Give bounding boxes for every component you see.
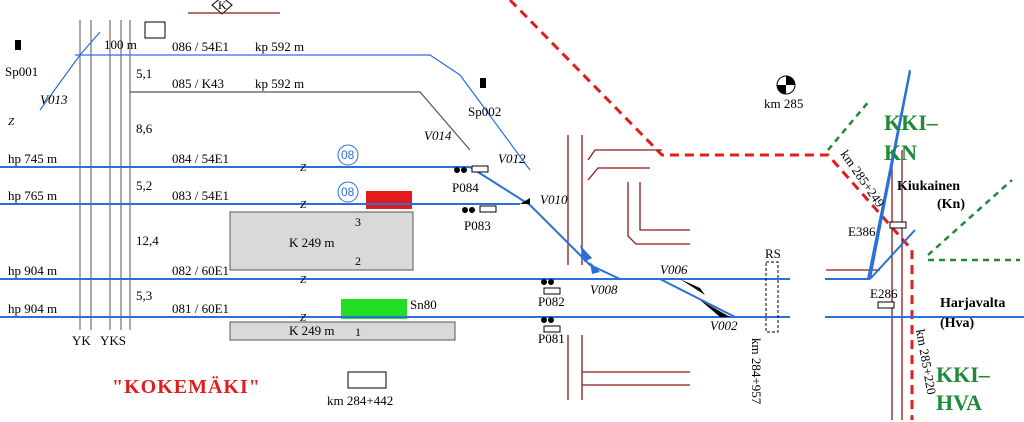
z-mark-2: Z: [300, 199, 307, 211]
sn80-label: Sn80: [410, 297, 437, 312]
switch-v006: V006: [660, 262, 688, 277]
yk-lines: [79, 20, 131, 330]
badge-083-text: 08: [341, 185, 355, 199]
km-284-442: km 284+442: [327, 393, 393, 408]
track-084-hp: hp 745 m: [8, 151, 57, 166]
switch-v014: V014: [424, 128, 452, 143]
kki-hva-line2: HVA: [936, 390, 982, 415]
signal-p083: P083: [464, 218, 491, 233]
platform-lower: [229, 321, 456, 341]
track-081-hp: hp 904 m: [8, 301, 57, 316]
signal-icons: [15, 40, 907, 333]
badge-084-icon: [337, 144, 359, 166]
platform-num-2: 2: [355, 254, 361, 268]
harjavalta-label: Harjavalta: [940, 296, 1005, 311]
platform-num-1: 1: [355, 325, 361, 339]
dist-12-4: 12,4: [136, 233, 159, 248]
switch-v013: V013: [40, 92, 68, 107]
track-084-label: 084 / 54E1: [172, 151, 229, 166]
signal-sp002: Sp002: [468, 104, 501, 119]
switch-v010: V010: [540, 192, 568, 207]
platform-lower-length: K 249 m: [289, 323, 335, 338]
track-086-kp: kp 592 m: [255, 39, 304, 54]
kki-kn-line1: KKI–: [884, 110, 939, 135]
kiukainen-label: Kiukainen: [897, 179, 960, 194]
signal-sp001: Sp001: [5, 64, 38, 79]
green-boundary-kn-2: [927, 179, 1013, 256]
kn-label: (Kn): [937, 197, 965, 212]
platform-upper: [229, 211, 414, 271]
kki-kn-line2: KN: [884, 140, 917, 165]
k-symbol-icon: [211, 0, 233, 15]
yks-label: YKS: [100, 333, 126, 348]
roads: [567, 135, 903, 420]
track-082-hp: hp 904 m: [8, 263, 57, 278]
top-k-label: K: [218, 0, 227, 12]
kki-hva-line1: KKI–: [936, 362, 991, 387]
switch-marks: [520, 198, 730, 317]
distance-marker-icon: [144, 21, 166, 39]
z-mark-5: Z: [8, 116, 15, 128]
track-081-label: 081 / 60E1: [172, 301, 229, 316]
signal-p081: P081: [538, 331, 565, 346]
platform-num-3: 3: [355, 215, 361, 229]
track-085-label: 085 / K43: [172, 76, 224, 91]
track-082-label: 082 / 60E1: [172, 263, 229, 278]
platform-upper-length: K 249 m: [289, 235, 335, 250]
track-085-kp: kp 592 m: [255, 76, 304, 91]
switch-v008: V008: [590, 282, 618, 297]
label-100m: 100 m: [104, 37, 137, 52]
dist-5-1: 5,1: [136, 66, 152, 81]
green-boundary-kn: [827, 99, 871, 151]
z-mark-1: Z: [300, 162, 307, 174]
signal-p082: P082: [538, 294, 565, 309]
z-mark-4: Z: [300, 312, 307, 324]
badge-084-text: 08: [341, 148, 355, 162]
free-block: [341, 299, 407, 319]
signal-e386: E386: [848, 224, 876, 239]
dist-5-3: 5,3: [136, 288, 152, 303]
rs-box: [765, 261, 779, 333]
track-083-hp: hp 765 m: [8, 188, 57, 203]
station-name: "KOKEMÄKI": [112, 375, 261, 398]
km-285: km 285: [764, 96, 803, 111]
signal-p084: P084: [452, 180, 479, 195]
km-marker-box: [347, 371, 387, 389]
signal-e286: E286: [870, 286, 898, 301]
dist-8-6: 8,6: [136, 121, 153, 136]
occupied-block: [366, 191, 412, 209]
badge-083-icon: [337, 181, 359, 203]
track-083-label: 083 / 54E1: [172, 188, 229, 203]
z-mark-3: Z: [300, 274, 307, 286]
dist-5-2: 5,2: [136, 178, 152, 193]
tracks: [0, 31, 1024, 318]
km-284-957: km 284+957: [749, 338, 764, 405]
switch-v002: V002: [710, 318, 738, 333]
hva-label: (Hva): [940, 316, 975, 331]
red-boundary-line: [508, 0, 914, 420]
track-086-label: 086 / 54E1: [172, 39, 229, 54]
km-285-249: km 285+249: [838, 147, 888, 210]
rs-label: RS: [765, 246, 781, 261]
yk-label: YK: [72, 333, 91, 348]
switch-v012: V012: [498, 151, 526, 166]
